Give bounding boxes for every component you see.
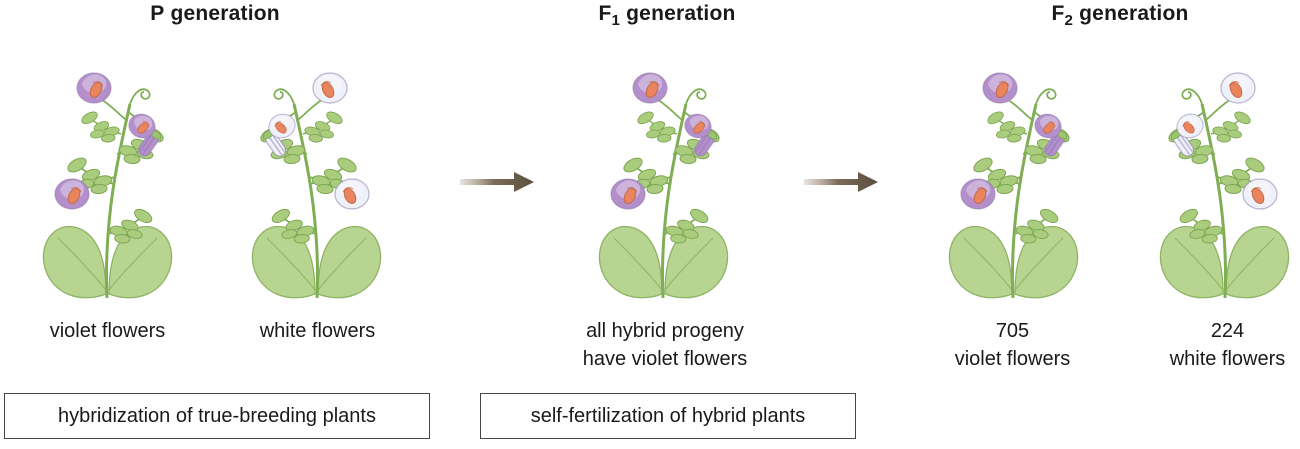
label-f2-violet: 705 violet flowers [915,317,1110,373]
pea-plant-p-violet [22,42,192,307]
caption-text: self-fertilization of hybrid plants [530,404,806,427]
generation-header-f1: F1 generation [517,2,817,29]
label-p-white: white flowers [225,317,410,345]
header-subscript: 1 [611,12,621,30]
label-line1: all hybrid progeny [586,320,744,342]
label-line2: have violet flowers [582,348,748,370]
arrow-p-to-f1-icon [460,172,534,192]
label-line1: 705 [995,320,1030,342]
caption-text: hybridization of true-breeding plants [58,404,376,427]
label-p-violet: violet flowers [15,317,200,345]
header-text: generation [164,2,280,25]
pea-plant-f2-violet [928,42,1098,307]
header-text: F [598,2,612,25]
caption-box-hybridization: hybridization of true-breeding plants [4,393,430,439]
label-line1: white flowers [259,320,376,342]
label-line2: violet flowers [954,348,1071,370]
pea-plant-f2-white [1140,42,1300,307]
caption-box-self-fertilization: self-fertilization of hybrid plants [480,393,856,439]
header-text: generation [620,2,736,25]
pea-plant-f1-violet [578,42,748,307]
label-f2-white: 224 white flowers [1130,317,1300,373]
label-line1: 224 [1210,320,1245,342]
header-subscript: 2 [1064,12,1074,30]
generation-header-f2: F2 generation [970,2,1270,29]
label-f1: all hybrid progeny have violet flowers [540,317,790,373]
header-text: P [150,2,165,25]
arrow-f1-to-f2-icon [804,172,878,192]
label-line1: violet flowers [49,320,166,342]
header-text: generation [1073,2,1189,25]
generation-header-p: P generation [65,2,365,29]
pea-plant-p-white [232,42,402,307]
label-line2: white flowers [1169,348,1286,370]
header-text: F [1051,2,1065,25]
